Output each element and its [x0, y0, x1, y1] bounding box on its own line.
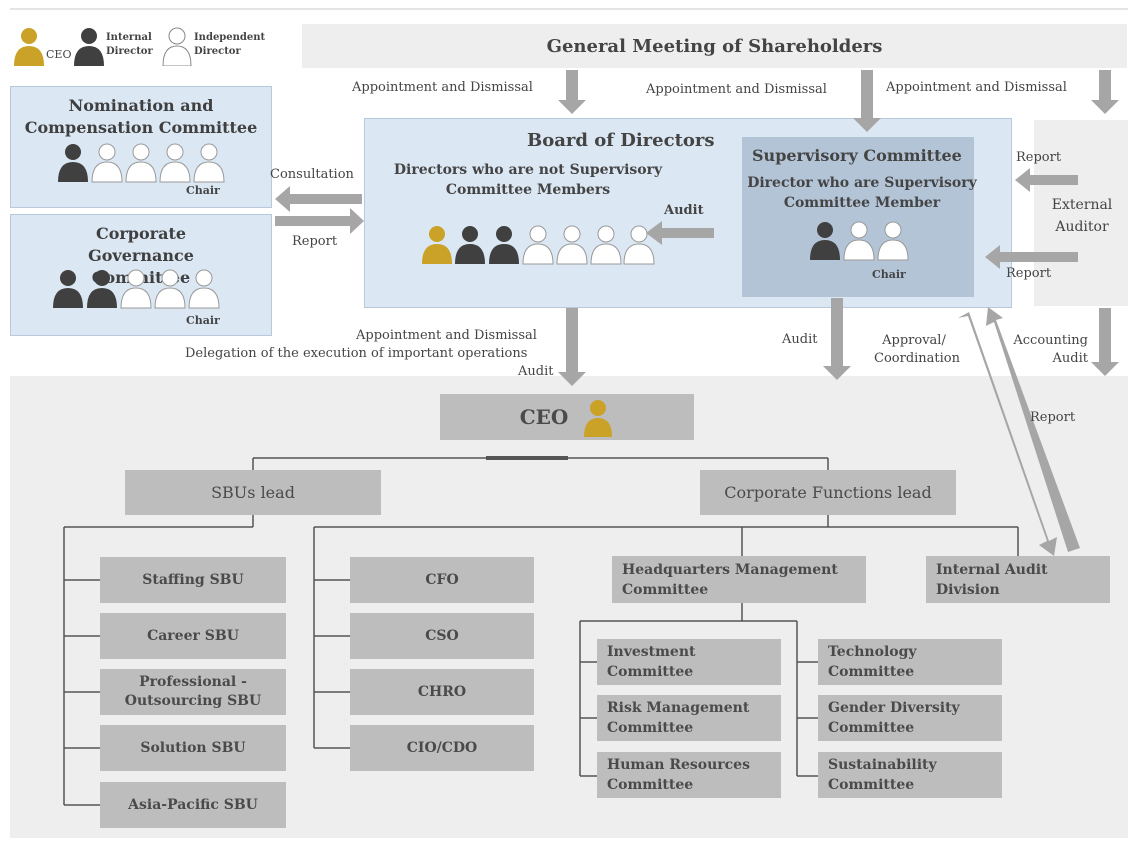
- internal-director-legend-icon: [74, 26, 104, 70]
- supervisory-audit-label: Audit: [782, 332, 818, 347]
- committee-box: Technology Committee: [818, 639, 1002, 685]
- legend: CEO Internal Director Independent Direct…: [12, 26, 282, 70]
- delegation-line-2: Delegation of the execution of important…: [185, 346, 528, 361]
- external-report-label-2: Report: [1006, 266, 1052, 281]
- sbu-box: Professional -Outsourcing SBU: [100, 669, 286, 715]
- board-title: Board of Directors: [527, 130, 715, 151]
- ceo-box: CEO: [440, 394, 694, 440]
- nomination-committee-title: Nomination and Compensation Committee: [24, 96, 258, 137]
- general-meeting-box: General Meeting of Shareholders: [302, 24, 1127, 68]
- external-report-label-1: Report: [1016, 150, 1062, 165]
- legend-ceo-label: CEO: [46, 48, 72, 61]
- delegation-line-1: Appointment and Dismissal: [356, 328, 537, 343]
- general-meeting-label: General Meeting of Shareholders: [546, 35, 883, 57]
- committee-box: Human Resources Committee: [597, 752, 781, 798]
- supervisory-member-icons: [810, 221, 909, 261]
- gm-appointment-label-1: Appointment and Dismissal: [352, 80, 533, 95]
- nomination-member-icons: [58, 143, 225, 183]
- delegation-line-3: Audit: [518, 364, 554, 379]
- legend-internal-label: Internal Director: [106, 32, 153, 57]
- board-members: [420, 222, 660, 266]
- corporate-functions-lead-box: Corporate Functions lead: [700, 470, 956, 515]
- hq-management-committee-box: Headquarters Management Committee: [612, 556, 866, 603]
- internal-audit-division-box: Internal Audit Division: [926, 556, 1110, 603]
- officer-box: CSO: [350, 613, 534, 659]
- committee-box: Gender Diversity Committee: [818, 695, 1002, 741]
- governance-member-icons: [53, 269, 220, 309]
- board-non-supervisory-label: Directors who are not Supervisory Commit…: [393, 162, 663, 198]
- accounting-audit-label: Accounting Audit: [1013, 333, 1088, 366]
- top-rule: [10, 8, 1128, 10]
- independent-director-legend-icon: [162, 26, 192, 70]
- gm-appointment-label-3: Appointment and Dismissal: [886, 80, 1067, 95]
- officer-box: CIO/CDO: [350, 725, 534, 771]
- external-auditor-panel: [1034, 120, 1128, 306]
- supervisory-committee-title: Supervisory Committee: [752, 146, 962, 165]
- consultation-label: Consultation: [270, 167, 354, 182]
- ceo-box-label: CEO: [519, 405, 569, 429]
- committee-box: Sustainability Committee: [818, 752, 1002, 798]
- sbu-box: Solution SBU: [100, 725, 286, 771]
- governance-chair-label: Chair: [186, 314, 220, 327]
- sbu-box: Staffing SBU: [100, 557, 286, 603]
- sbus-lead-box: SBUs lead: [125, 470, 381, 515]
- supervisory-committee-sub: Director who are Supervisory Committee M…: [747, 175, 977, 211]
- supervisory-members: [808, 218, 918, 262]
- board-member-icons: [422, 225, 655, 265]
- external-auditor-label: External Auditor: [1051, 197, 1113, 235]
- legend-independent-label: Independent Director: [194, 32, 266, 57]
- governance-committee-title: Corporate Governance Committee: [88, 224, 194, 287]
- sbu-box: Career SBU: [100, 613, 286, 659]
- supervisory-committee-panel: [742, 137, 974, 297]
- sbu-box: Asia-Pacific SBU: [100, 782, 286, 828]
- nomination-chair-label: Chair: [186, 184, 220, 197]
- supervisory-chair-label: Chair: [872, 268, 906, 281]
- officer-box: CHRO: [350, 669, 534, 715]
- board-audit-label: Audit: [664, 203, 704, 218]
- ceo-icon: [582, 397, 614, 437]
- committee-box: Investment Committee: [597, 639, 781, 685]
- internal-audit-report-label: Report: [1030, 410, 1076, 425]
- ceo-legend-icon: [12, 26, 46, 70]
- committee-box: Risk Management Committee: [597, 695, 781, 741]
- officer-box: CFO: [350, 557, 534, 603]
- governance-members: [50, 266, 230, 310]
- nomination-members: [55, 140, 235, 184]
- committee-report-label: Report: [292, 234, 338, 249]
- gm-appointment-label-2: Appointment and Dismissal: [646, 82, 827, 97]
- approval-coordination-label: Approval/ Coordination: [874, 333, 960, 366]
